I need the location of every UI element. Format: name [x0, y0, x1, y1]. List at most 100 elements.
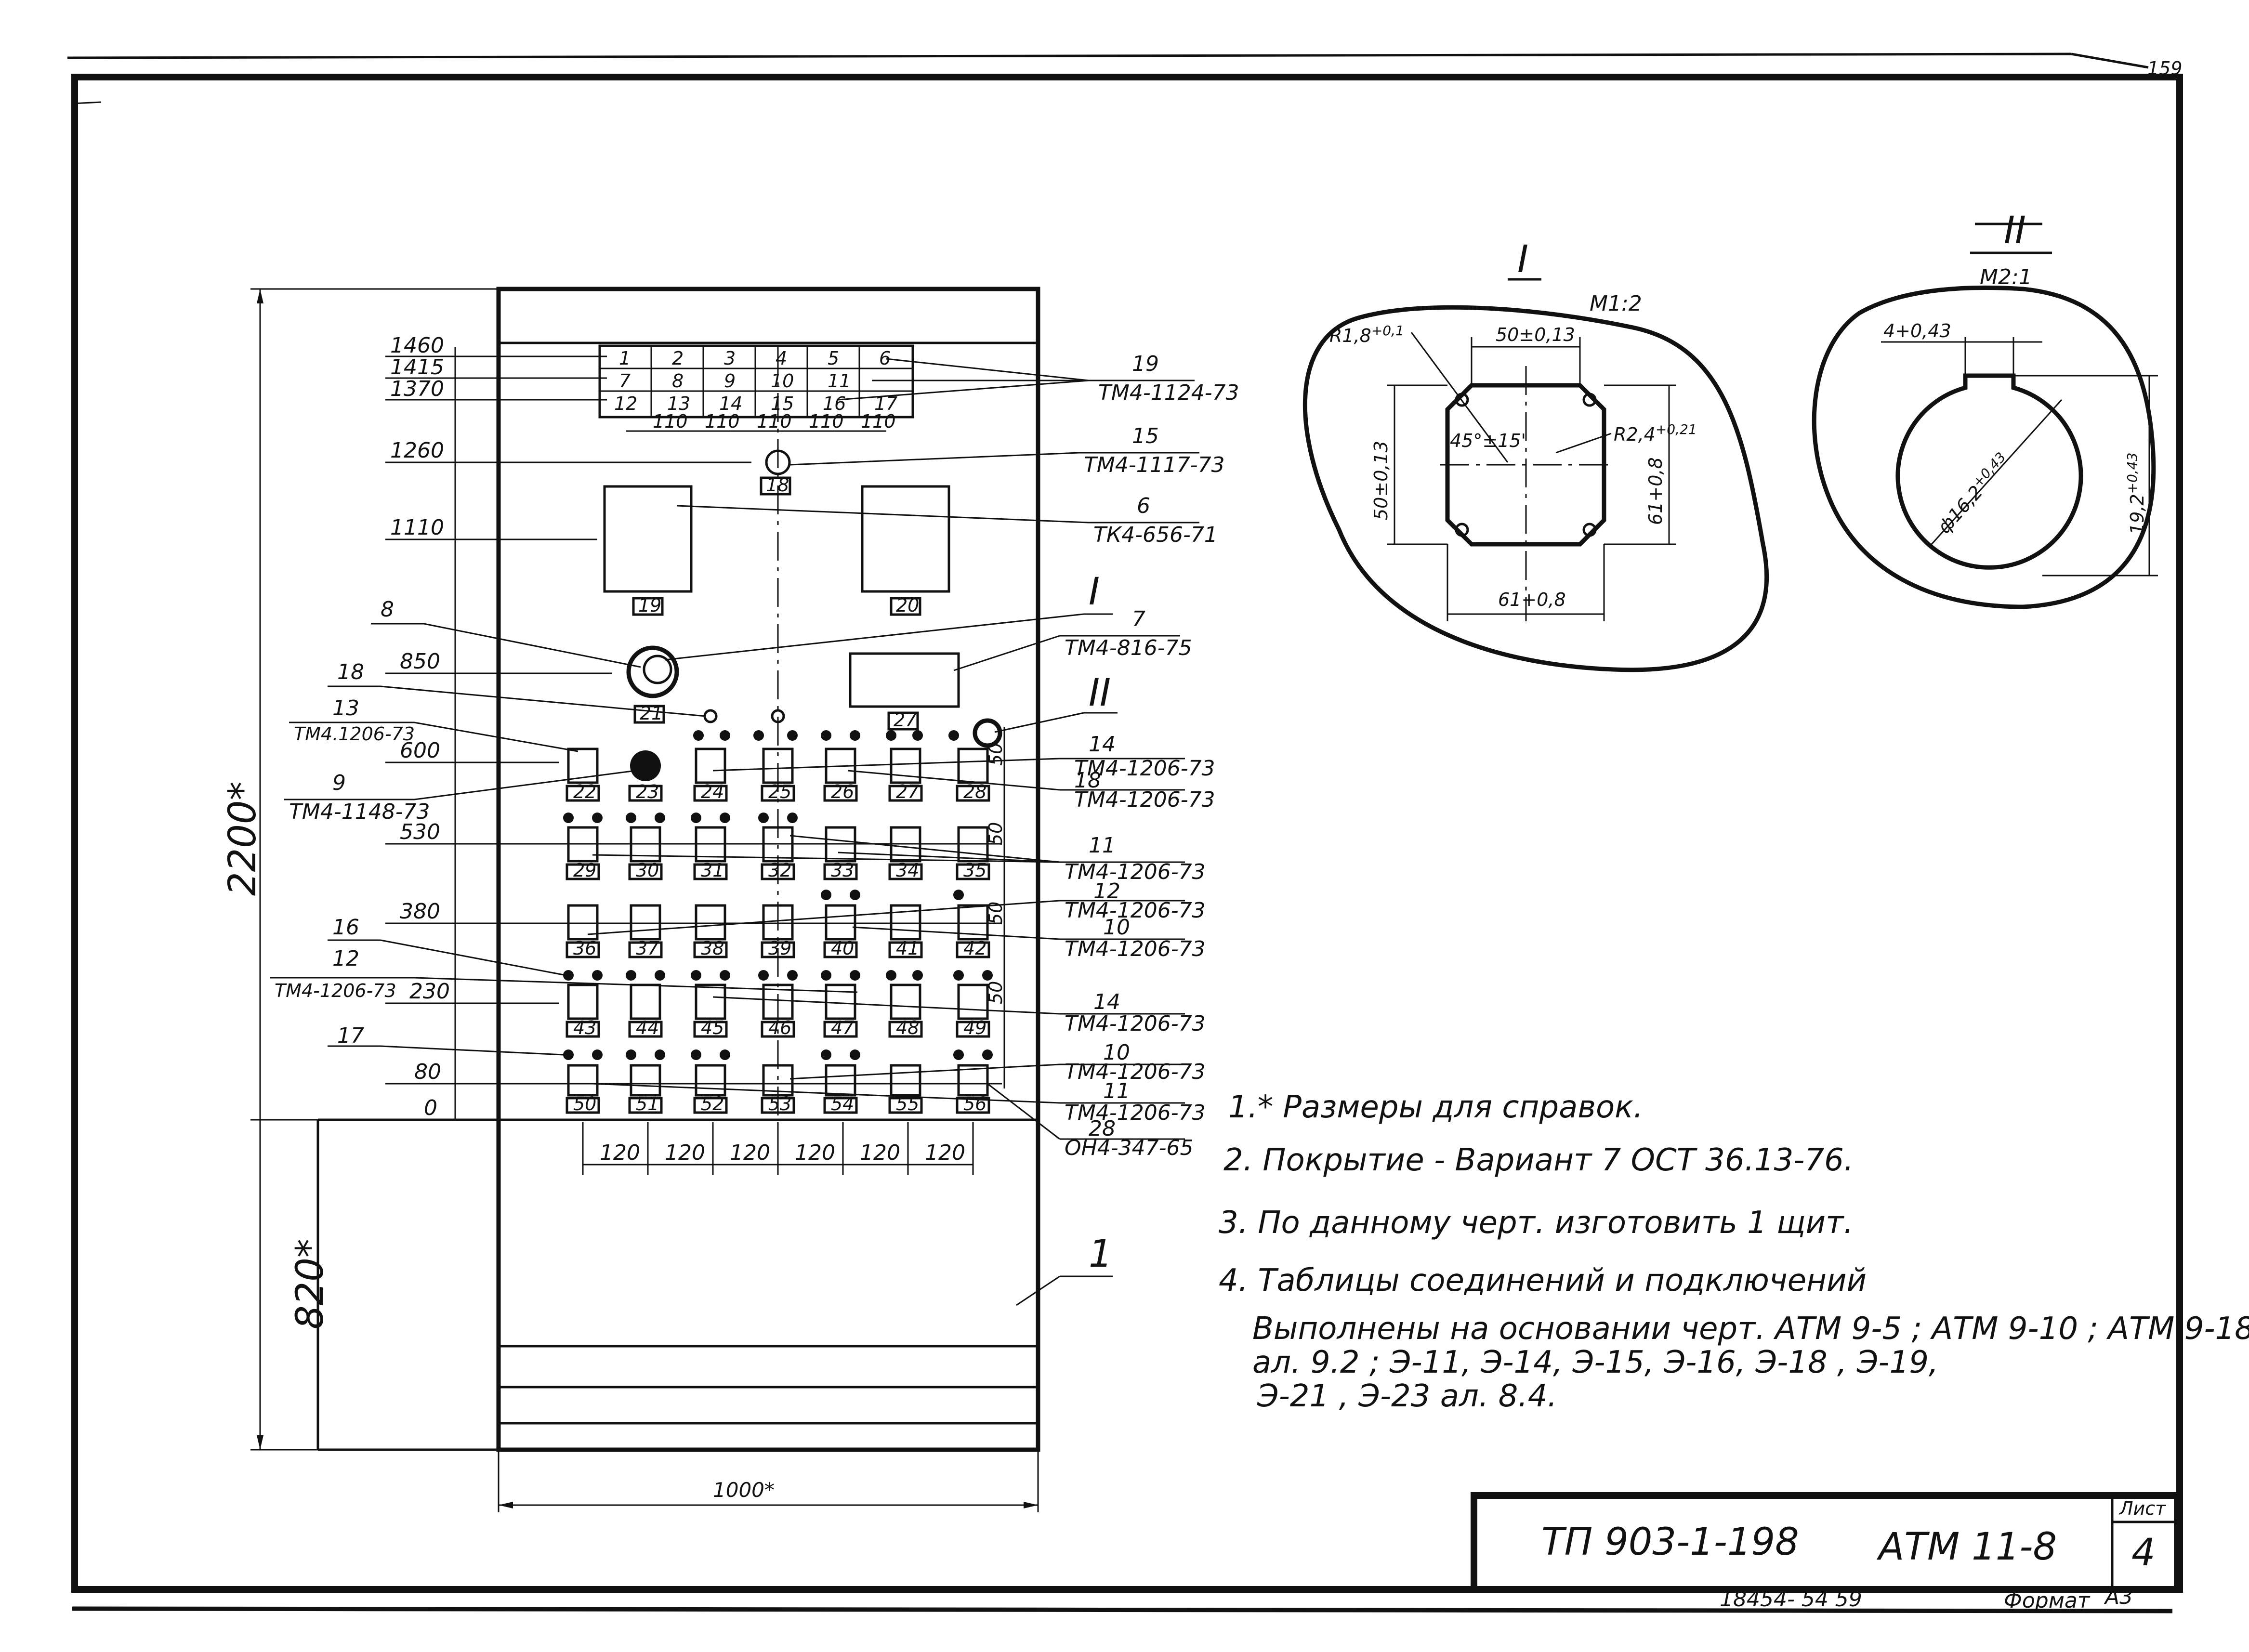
callout-8: 8 — [371, 597, 641, 668]
lamp-label: 7 — [619, 370, 631, 392]
bottom-spacing-label: 120 — [730, 1141, 770, 1165]
callout-number: 7 — [1132, 607, 1145, 631]
top-lamp-rows: 1 2 3 4 5 6 7 8 9 10 11 12 13 14 15 16 1… — [598, 344, 914, 432]
sheet-label: Лист — [2118, 1498, 2167, 1519]
callout-number: 12 — [1093, 879, 1120, 904]
level-530: 530 — [385, 820, 1002, 845]
lamp-label: 16 — [823, 393, 846, 414]
lamp-label: 8 — [672, 370, 684, 392]
format-label: Формат — [2004, 1588, 2091, 1613]
elevation-label: 1110 — [390, 515, 444, 540]
lamp-label: 6 — [879, 348, 891, 369]
callout-number: 11 — [1103, 1079, 1130, 1103]
grid-tag: 46 — [768, 1017, 791, 1038]
detail-1: I М1:2 R1,8+0,1 50±0,13 45°±15' R2,4+0,2… — [1302, 238, 1769, 672]
box-tag: 19 — [638, 595, 661, 616]
callout-number: 17 — [337, 1023, 364, 1048]
note-4-line-2: Выполнены на основании черт. АТМ 9-5 ; А… — [1252, 1311, 2249, 1347]
grid-tag: 49 — [963, 1017, 986, 1038]
grid-tag: 36 — [573, 938, 596, 959]
note-1: 1.* Размеры для справок. — [1228, 1089, 1643, 1125]
title-block: ТП 903-1-198 АТМ 11-8 Лист 4 18454- 54 5… — [1471, 58, 2183, 1613]
lamp-label: 3 — [724, 348, 736, 369]
callout-number: 11 — [1089, 833, 1116, 858]
callout-12-left: 12 ТМ4-1206-73 — [270, 946, 858, 1001]
detail-2-diameter: ф16,2+0,43 — [1932, 449, 2014, 538]
callout-code: ТМ4-1206-73 — [275, 980, 396, 1001]
callout-18-right: 18 ТМ4-1206-73 — [847, 768, 1215, 812]
grid-tag: 25 — [768, 781, 791, 802]
callout-10-a: 10 ТМ4-1206-73 — [852, 915, 1206, 961]
grid-tag: 34 — [896, 860, 919, 881]
grid-tag: 29 — [573, 860, 596, 881]
top-spacing-dim: 110 — [757, 411, 792, 432]
box-tag: 21 — [640, 703, 663, 724]
callout-18-left: 18 — [328, 660, 706, 717]
grid-tag: 33 — [831, 860, 854, 881]
lamp-label: 11 — [828, 370, 851, 392]
bottom-spacing-label: 120 — [665, 1141, 705, 1165]
callout-number: 10 — [1103, 915, 1130, 940]
side-dim: 50 — [985, 743, 1006, 766]
bottom-spacing-dims: 120 120 120 120 120 120 — [582, 1122, 974, 1175]
grid-tag: 28 — [963, 781, 986, 802]
level-1110: 1110 — [385, 515, 597, 540]
lamp-label: 12 — [614, 393, 637, 414]
callout-number: 8 — [381, 597, 394, 622]
callout-code: ТМ4-1206-73 — [1065, 1011, 1206, 1036]
grid-tag: 43 — [573, 1017, 596, 1038]
project-code: ТП 903-1-198 — [1541, 1521, 1799, 1564]
detail-2-key-height-tol: +0,43 — [2124, 453, 2140, 494]
grid-tag: 30 — [636, 860, 659, 881]
grid-tag: 22 — [573, 781, 596, 802]
detail-2-diameter-tol: +0,43 — [1970, 449, 2009, 490]
level-0: 0 — [385, 1096, 455, 1121]
view-markers: I II 1 — [664, 570, 1118, 1306]
callout-code: ТМ4-1206-73 — [1065, 1060, 1206, 1084]
grid-tag: 40 — [831, 938, 854, 959]
grid-tag: 52 — [701, 1093, 724, 1114]
corner-number: 159 — [2147, 58, 2183, 79]
format-value: А3 — [2104, 1585, 2133, 1609]
top-spacing-dim: 110 — [653, 411, 688, 432]
grid-tag: 47 — [831, 1017, 854, 1038]
callout-11-a: 11 ТМ4-1206-73 — [592, 833, 1206, 884]
detail-2-diameter-value: ф16,2 — [1933, 482, 1987, 538]
detail-1-width-bottom: 61+0,8 — [1498, 589, 1566, 610]
top-spacing-dim: 110 — [809, 411, 844, 432]
grid-tag: 56 — [963, 1093, 986, 1114]
lamp-label: 15 — [771, 393, 794, 414]
callout-code: ТМ4-1206-73 — [1065, 1101, 1206, 1125]
callout-number: 13 — [332, 696, 359, 721]
grid-tag: 42 — [963, 938, 986, 959]
detail-1-mark: I — [1089, 570, 1100, 614]
level-1260: 1260 — [385, 438, 751, 463]
bottom-spacing-label: 120 — [860, 1141, 900, 1165]
elevation-label: 1370 — [390, 377, 444, 401]
callout-19: 19 ТМ4-1124-73 — [838, 352, 1239, 405]
callout-14-b: 14 ТМ4-1206-73 — [712, 990, 1206, 1036]
grid-tag: 38 — [701, 938, 724, 959]
callout-code: ТМ4-1206-73 — [1065, 860, 1206, 884]
overall-height-dims: 2200* 820* — [221, 288, 499, 1451]
box-tag: 27 — [894, 709, 917, 731]
detail-1-r-corner-value: R1,8 — [1329, 325, 1371, 346]
callout-17: 17 — [328, 1023, 564, 1056]
grid-tag: 23 — [636, 781, 659, 802]
elevation-label: 380 — [400, 899, 440, 924]
instrument-grid: 22 23 24 25 26 27 28 29 30 31 32 33 34 3… — [563, 727, 1006, 1175]
detail-1-r-small: R2,4+0,21 — [1614, 421, 1697, 445]
grid-tag: 41 — [896, 938, 919, 959]
level-80: 80 — [385, 1060, 1002, 1085]
width-total-dim: 1000* — [713, 1478, 775, 1502]
detail-1-r-small-tol: +0,21 — [1656, 421, 1697, 437]
grid-row-1: 22 23 24 25 26 27 28 — [566, 747, 990, 802]
middle-elements: 18 19 20 21 27 — [603, 449, 1002, 748]
elevation-label: 1415 — [390, 355, 444, 380]
grid-tag: 37 — [636, 938, 659, 959]
note-2: 2. Покрытие - Вариант 7 ОСТ 36.13-76. — [1223, 1142, 1854, 1178]
top-spacing-dim: 110 — [861, 411, 896, 432]
grid-tag: 45 — [701, 1017, 724, 1038]
detail-1-roman: I — [1517, 238, 1528, 281]
callout-code: ТМ4-1148-73 — [289, 800, 430, 824]
